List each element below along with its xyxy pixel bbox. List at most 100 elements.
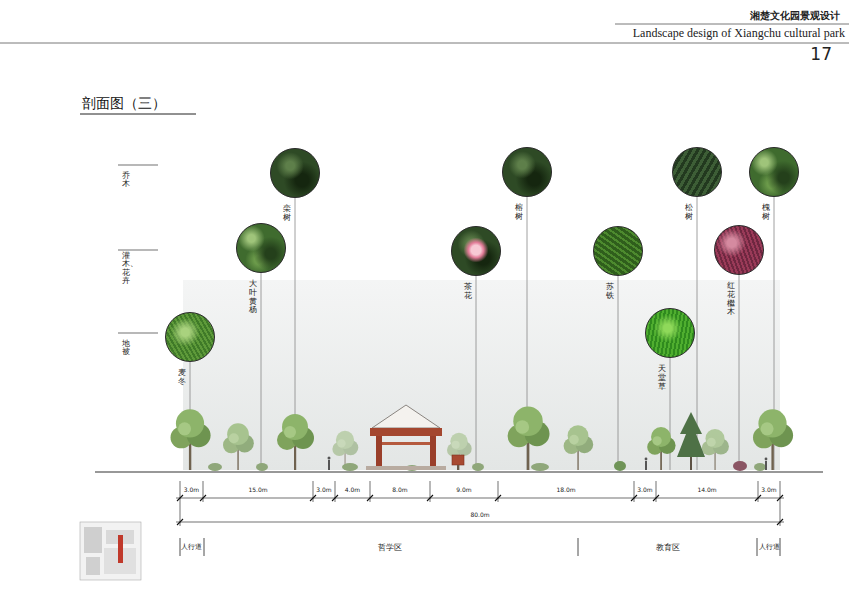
shrub: [256, 463, 268, 471]
dimension: 3.0m: [761, 487, 776, 493]
dimension: 4.0m: [345, 487, 360, 493]
leader-line: [739, 275, 740, 470]
tree: [277, 414, 314, 470]
dimension-total: 80.0m: [470, 512, 489, 518]
key-map-frame: [80, 522, 141, 580]
leader-lines: [190, 197, 774, 470]
leader-line: [476, 276, 477, 470]
person: [765, 458, 768, 461]
plant-name: 红花檵木: [727, 282, 735, 317]
dimension: 9.0m: [456, 487, 471, 493]
pavilion: [366, 405, 446, 470]
plant-photo-circle: 苏铁: [593, 226, 643, 276]
zone-label: 人行道: [759, 544, 780, 551]
shrub: [754, 463, 766, 471]
tree: [171, 409, 211, 470]
key-map-section-mark: [118, 535, 123, 563]
header-rule: [0, 43, 849, 44]
zone-label: 教育区: [656, 544, 680, 552]
plant-photo-circle: 槐树: [749, 147, 799, 197]
dimension-line: [176, 522, 784, 523]
pavilion-roof: [372, 405, 440, 428]
category-label: 灌木、花卉: [122, 252, 130, 285]
dimension: 14.0m: [697, 487, 716, 493]
pavilion-column: [430, 436, 436, 470]
shrub: [208, 463, 222, 471]
tree: [332, 431, 358, 470]
plant-photo-circle: 麦冬: [165, 312, 215, 362]
shrub: [733, 461, 747, 471]
dimension-line: [176, 498, 784, 499]
sign-board: [452, 455, 464, 465]
plant-photo-circle: 大叶黄杨: [236, 223, 286, 273]
dimension-lines: [176, 481, 784, 526]
plant-name: 苏铁: [606, 283, 614, 301]
shrub: [614, 461, 626, 471]
category-rule: [118, 333, 158, 334]
person: [645, 458, 648, 461]
tree: [702, 429, 729, 470]
plant-photo-circle: 茶花: [451, 226, 501, 276]
dimension: 3.0m: [184, 487, 199, 493]
zone-divider: [578, 538, 579, 556]
category-rule: [118, 250, 158, 251]
fog-background: [183, 280, 780, 470]
tree: [447, 433, 472, 470]
pavilion-base: [366, 466, 446, 470]
plant-name: 茶花: [464, 283, 472, 301]
shrub: [472, 463, 484, 471]
dimension: 18.0m: [556, 487, 575, 493]
pavilion-lintel: [378, 442, 434, 445]
leader-line: [261, 273, 262, 470]
page-number: 17: [810, 46, 832, 63]
pavilion-beam: [370, 428, 442, 436]
key-map-block: [86, 557, 100, 575]
person: [645, 461, 647, 470]
category-label: 乔木: [122, 172, 130, 189]
zone-divider: [757, 538, 758, 556]
dimension-tick: [180, 481, 181, 526]
category-label: 地被: [122, 340, 130, 357]
plant-name: 槐树: [762, 204, 770, 222]
people: [328, 457, 768, 471]
dimension-slashes: [177, 495, 783, 525]
plant-photo-circle: 松树: [672, 147, 722, 197]
leader-line: [618, 276, 619, 470]
tree: [564, 425, 594, 470]
pine-tree: [677, 412, 705, 470]
shrubs: [208, 461, 766, 471]
plant-name: 大叶黄杨: [249, 280, 257, 315]
header-rule: [615, 24, 849, 25]
shrub: [531, 463, 549, 471]
dimension-tick: [780, 481, 781, 526]
plant-photo-circle: 榕树: [502, 147, 552, 197]
plant-name: 天堂草: [658, 365, 666, 391]
plant-photo-circle: 红花檵木: [714, 225, 764, 275]
zone-divider: [204, 538, 205, 556]
plant-name: 榕树: [515, 204, 523, 222]
category-rule: [118, 165, 158, 166]
pavilion-column: [376, 436, 382, 470]
header-subtitle: Landscape design of Xiangchu cultural pa…: [633, 27, 845, 39]
tree: [647, 427, 675, 470]
plant-name: 栾树: [283, 205, 291, 223]
key-map-block: [84, 527, 102, 553]
ground-line: [95, 471, 823, 472]
person: [328, 457, 331, 460]
plant-name: 松树: [685, 204, 693, 222]
dimension: 3.0m: [637, 487, 652, 493]
key-map: [80, 522, 141, 580]
plant-photo-circle: 天堂草: [645, 308, 695, 358]
person: [765, 461, 767, 470]
zone-label: 哲学区: [378, 544, 402, 552]
dimension: 8.0m: [392, 487, 407, 493]
plant-photo-circle: 栾树: [270, 148, 320, 198]
trees: [171, 407, 794, 470]
dimension: 3.0m: [316, 487, 331, 493]
shrub: [342, 463, 358, 471]
person: [328, 460, 330, 470]
zone-dividers: [180, 538, 780, 556]
header-title: 湘楚文化园景观设计: [750, 11, 840, 21]
